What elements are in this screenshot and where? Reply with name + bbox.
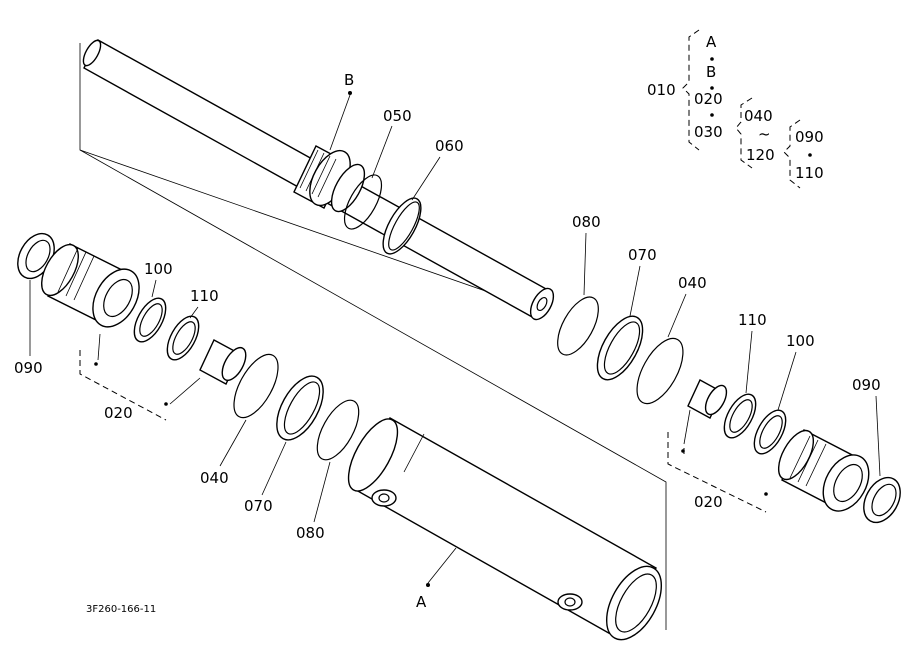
o-ring-080-right [557,296,599,356]
legend-label-a: A [706,33,717,51]
o-ring-050 [343,174,383,230]
legend-label-020: 020 [694,90,723,108]
legend-label-tilde: ~ [758,125,771,143]
seal-110-right [723,393,757,439]
label-100-right: 100 [786,332,815,350]
label-100-left: 100 [144,260,173,278]
ring-100-left [133,297,167,343]
label-040-right: 040 [678,274,707,292]
legend-label-040: 040 [744,107,773,125]
backup-ring-060 [382,197,422,255]
drawing-id: 3F260-166-11 [86,604,156,615]
legend-label-090: 090 [795,128,824,146]
parts-legend: A B 020 030 010 040 ~ 120 090 110 [647,29,824,189]
legend-label-030: 030 [694,123,723,141]
label-040-left: 040 [200,469,229,487]
label-020-left: 020 [104,404,133,422]
legend-label-110: 110 [795,164,824,182]
o-ring-080-left [316,399,360,461]
rod-label-b: B [344,71,354,89]
label-110-left: 110 [190,287,219,305]
legend-label-b: B [706,63,716,81]
legend-label-010: 010 [647,81,676,99]
label-080-left: 080 [296,524,325,542]
label-080-right: 080 [572,213,601,231]
label-060: 060 [435,137,464,155]
cylinder-head-right [777,429,870,512]
legend-label-120: 120 [746,146,775,164]
backup-ring-070-left [276,375,324,441]
label-050: 050 [383,107,412,125]
label-110-right: 110 [738,311,767,329]
assembly-axis-lines [79,43,667,630]
cylinder-head-left [41,243,140,328]
label-070-left: 070 [244,497,273,515]
label-020-right: 020 [694,493,723,511]
ring-100-right [753,409,787,455]
seal-110-left [166,315,200,361]
tube-label-a: A [416,593,427,611]
label-090-right: 090 [852,376,881,394]
o-ring-040-right [636,337,684,405]
o-ring-040-left [233,353,279,419]
label-070-right: 070 [628,246,657,264]
piston-rod [82,39,555,321]
backup-ring-070-right [596,315,644,381]
label-090-left: 090 [14,359,43,377]
cylinder-tube [347,417,663,641]
